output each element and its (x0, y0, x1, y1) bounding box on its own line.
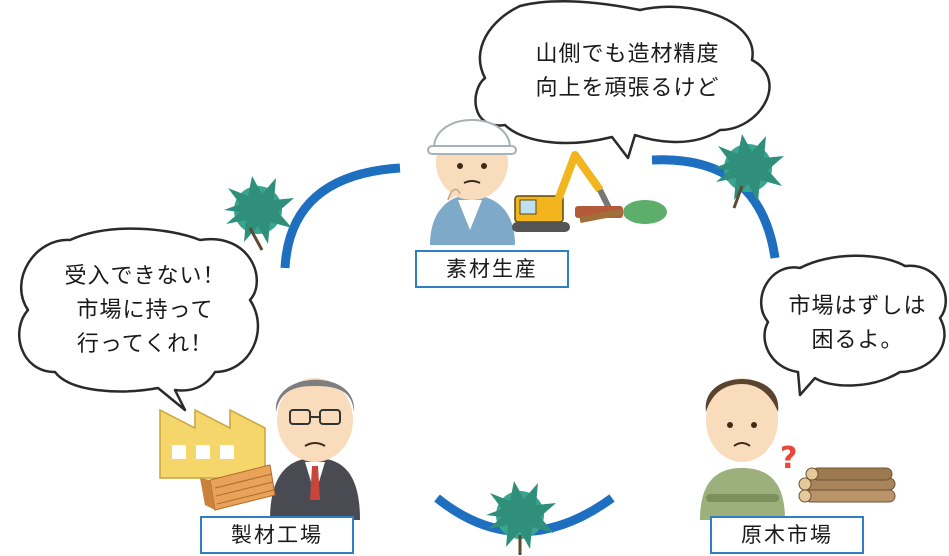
question-mark-icon: ? (780, 441, 797, 476)
speech-bubble-left (18, 227, 260, 412)
label-timber-production: 素材生産 (415, 250, 569, 288)
speech-bubble-right (759, 254, 947, 397)
bubble-left-line-1: 受入できない！ (64, 264, 226, 289)
pine-icon (486, 481, 556, 555)
bubble-left-line-2: 市場に持って (76, 298, 214, 323)
label-log-market: 原木市場 (710, 516, 864, 554)
bubble-left-line-3: 行ってくれ！ (76, 332, 214, 357)
bubble-right-text: 市場はずしは 困るよ。 (775, 290, 940, 358)
arc-top-left (280, 163, 401, 269)
bubble-left-text: 受入できない！ 市場に持って 行ってくれ！ (40, 260, 250, 362)
forestry-worker-illustration (427, 119, 517, 245)
label-sawmill: 製材工場 (200, 516, 354, 554)
logs-icon (798, 467, 896, 503)
factory-icon (159, 408, 266, 479)
pine-icon (714, 134, 784, 209)
pine-icon (579, 200, 667, 224)
pine-icon (224, 176, 294, 251)
speech-bubble-top (474, 0, 771, 160)
bubble-right-line-2: 困るよ。 (811, 328, 904, 353)
bubble-top-line-2: 向上を頑張るけど (535, 76, 720, 101)
sawmill-owner-illustration (270, 378, 360, 520)
bubble-top-text: 山側でも造材精度 向上を頑張るけど (505, 38, 750, 106)
excavator-icon (512, 151, 667, 232)
bubble-right-line-1: 市場はずしは (788, 294, 927, 319)
bubble-top-line-1: 山側でも造材精度 (535, 42, 720, 67)
log-market-worker-illustration (700, 378, 785, 520)
lumber-icon (200, 464, 276, 511)
svg-text:?: ? (780, 441, 797, 476)
